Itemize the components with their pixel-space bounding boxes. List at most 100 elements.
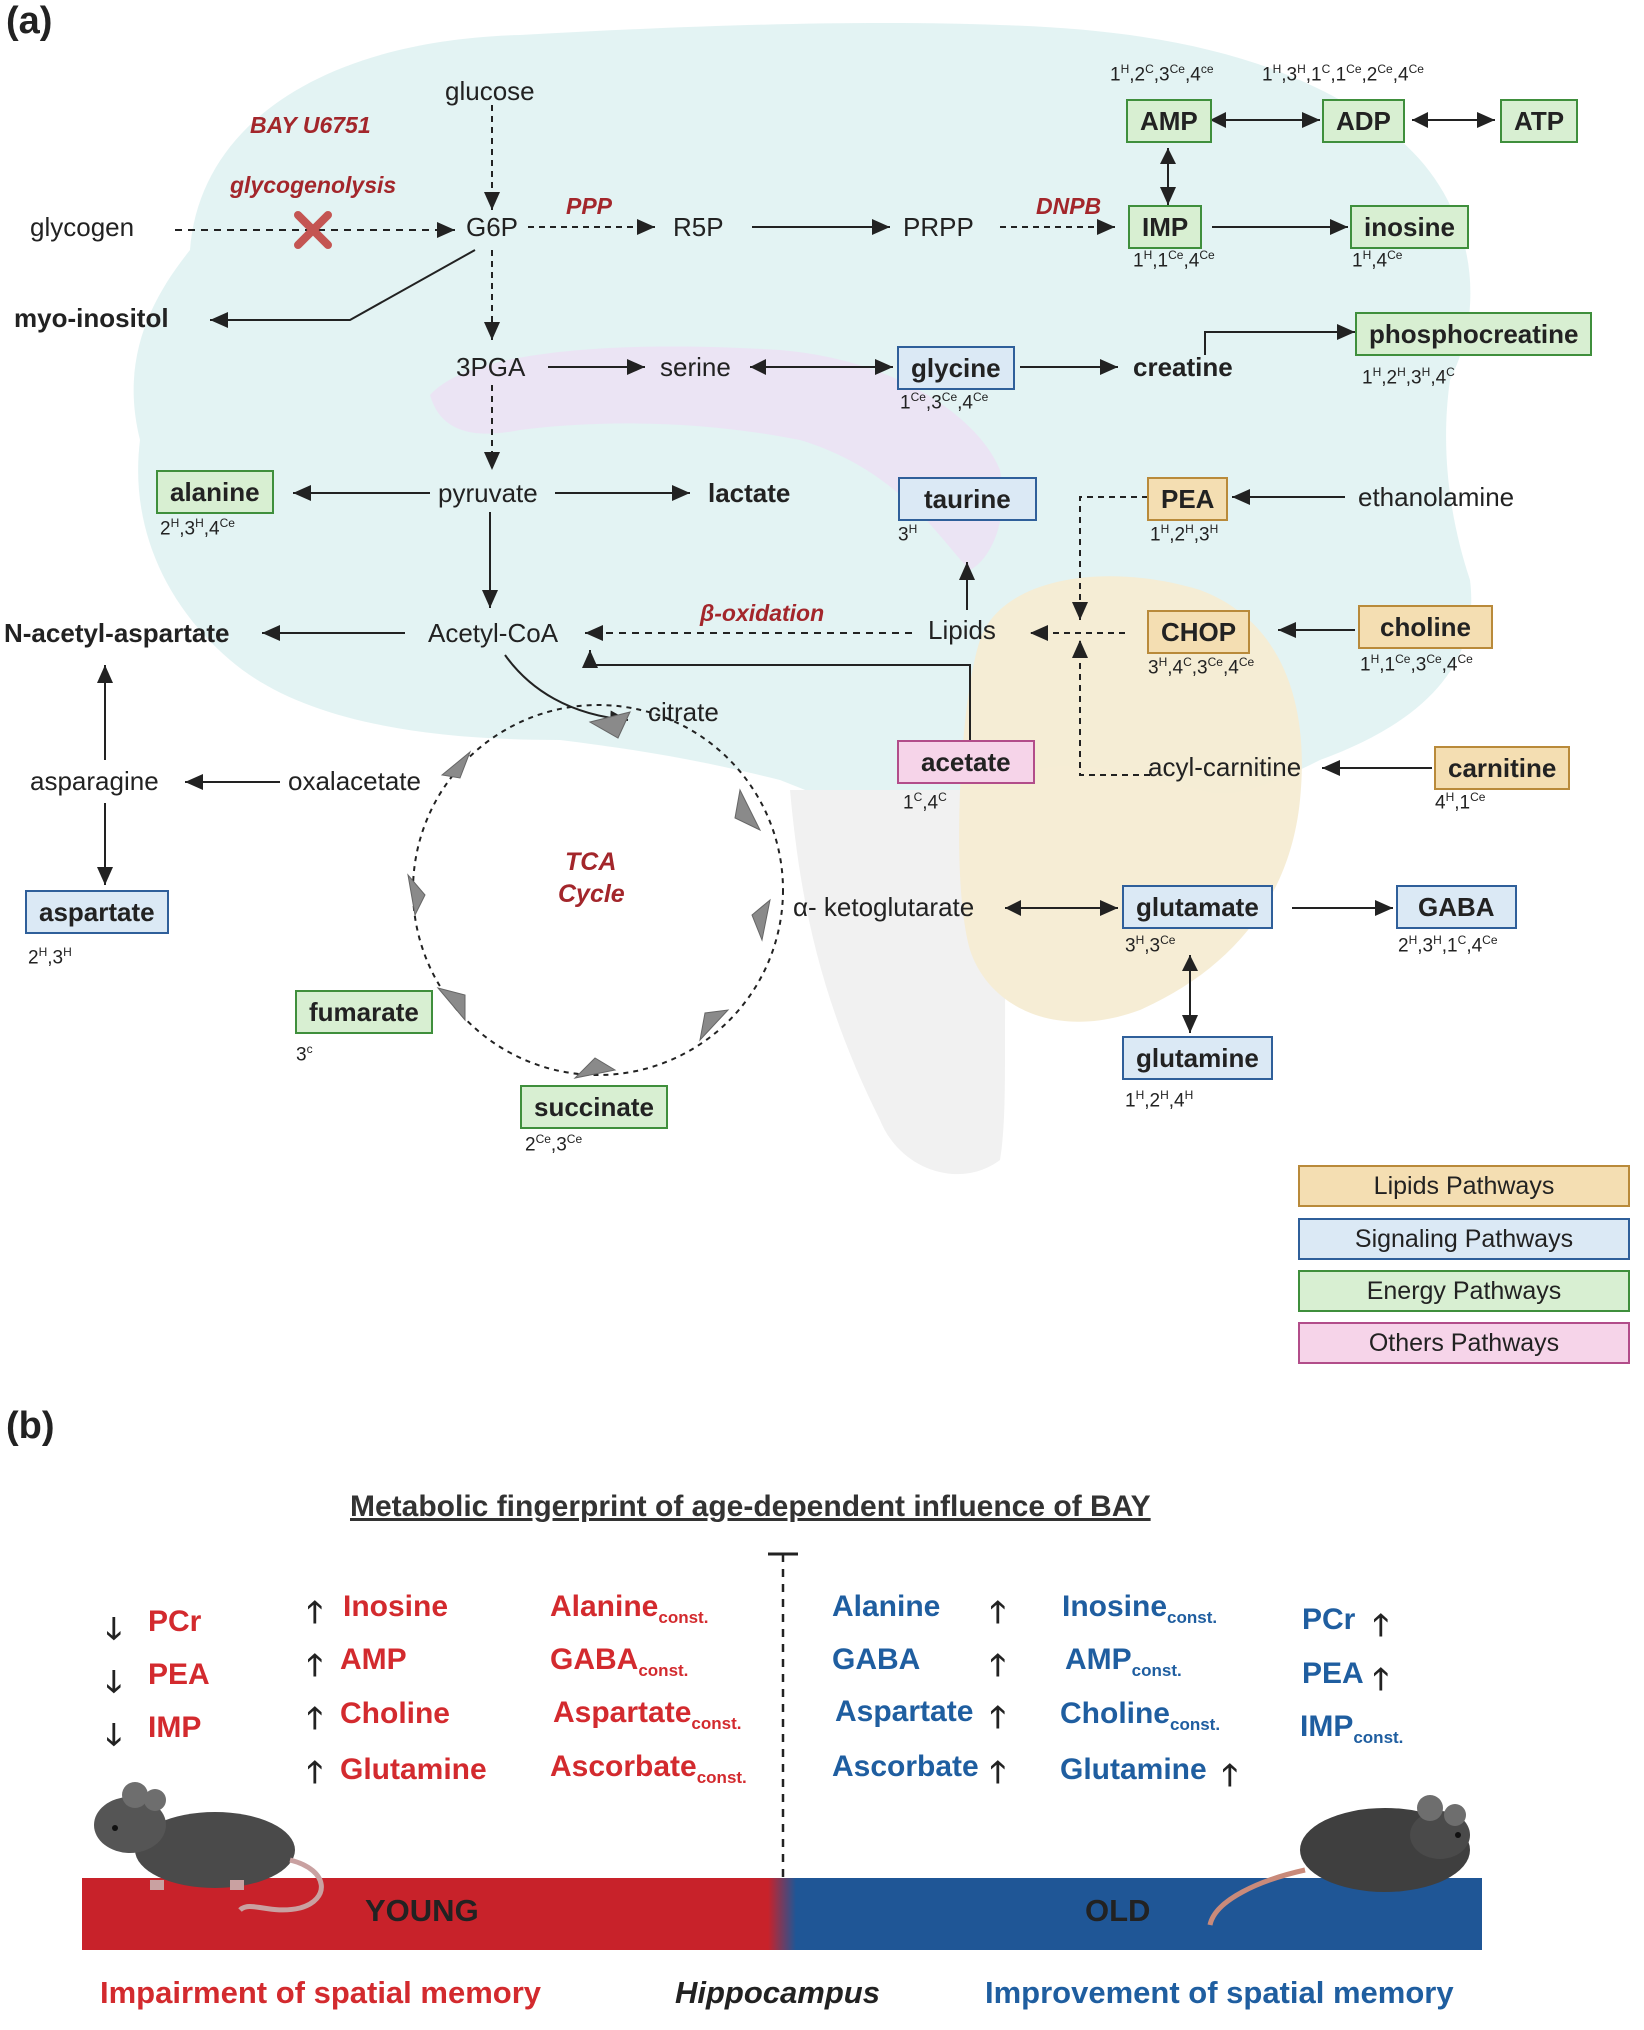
- tca-chevron-1: [588, 711, 631, 739]
- alanine-annotation: 2H,3H,4Ce: [160, 516, 235, 540]
- old-up-arrow-6: 🡑: [1373, 1609, 1389, 1642]
- young-caption: Impairment of spatial memory: [100, 1975, 542, 2010]
- legend-signaling: Signaling Pathways: [1298, 1218, 1630, 1260]
- young-up-glutamine: Glutamine: [340, 1753, 487, 1786]
- node-lactate: lactate: [708, 478, 791, 508]
- chop-annotation: 3H,4C,3Ce,4Ce: [1148, 655, 1255, 679]
- young-const-aspartate: Aspartateconst.: [553, 1696, 742, 1733]
- phosphocreatine-annotation: 1H,2H,3H,4C: [1362, 365, 1455, 389]
- young-down-arrow-2: 🡓: [106, 1666, 122, 1699]
- old-up-arrow-1: 🡑: [990, 1596, 1006, 1629]
- aspartate-annotation: 2H,3H: [28, 945, 72, 969]
- node-alpha-ketoglutarate: α- ketoglutarate: [793, 892, 975, 922]
- box-aspartate: aspartate: [25, 890, 169, 934]
- tca-chevron-2: [734, 788, 762, 832]
- node-pyruvate: pyruvate: [438, 478, 538, 508]
- old-up-arrow-7: 🡑: [1373, 1663, 1389, 1696]
- young-up-inosine: Inosine: [343, 1590, 449, 1623]
- tca-chevron-5: [573, 1057, 617, 1079]
- adp-annotation: 1H,3H,1C,1Ce,2Ce,4Ce: [1262, 62, 1424, 86]
- node-g6p: G6P: [466, 212, 519, 242]
- box-inosine: inosine: [1350, 205, 1470, 249]
- old-up-alanine: Alanine: [832, 1590, 941, 1623]
- node-r5p: R5P: [673, 212, 724, 242]
- node-acyl-carnitine: acyl-carnitine: [1148, 752, 1302, 782]
- box-fumarate: fumarate: [295, 990, 433, 1034]
- young-bar-label: YOUNG: [365, 1893, 479, 1928]
- node-citrate: citrate: [648, 697, 719, 727]
- young-up-arrow-1: 🡑: [307, 1596, 323, 1629]
- box-imp: IMP: [1128, 205, 1203, 249]
- tca-chevron-7: [407, 873, 426, 917]
- node-myo-inositol: myo-inositol: [14, 303, 169, 333]
- node-serine: serine: [660, 352, 731, 382]
- imp-annotation: 1H,1Ce,4Ce: [1133, 248, 1215, 272]
- glycogenolysis-label: glycogenolysis: [230, 172, 397, 198]
- panel-a-label: (a): [6, 0, 53, 42]
- young-down-arrow-1: 🡓: [106, 1613, 122, 1646]
- glutamate-annotation: 3H,3Ce: [1125, 933, 1176, 957]
- inosine-annotation: 1H,4Ce: [1352, 248, 1403, 272]
- young-mouse-illustration: [94, 1782, 324, 1913]
- young-up-choline: Choline: [340, 1697, 450, 1730]
- box-taurine: taurine: [898, 477, 1037, 521]
- box-gaba: GABA: [1396, 885, 1517, 929]
- node-prpp: PRPP: [903, 212, 974, 242]
- pea-annotation: 1H,2H,3H: [1150, 522, 1219, 546]
- young-const-alanine: Alanineconst.: [550, 1590, 709, 1627]
- succinate-annotation: 2Ce,3Ce: [525, 1132, 583, 1156]
- node-glycogen: glycogen: [30, 212, 135, 242]
- young-up-amp: AMP: [340, 1643, 407, 1676]
- node-glucose: glucose: [445, 76, 535, 106]
- old-up-arrow-4: 🡑: [990, 1756, 1006, 1789]
- old-up-arrow-5: 🡑: [1222, 1759, 1238, 1792]
- tca-chevron-3: [751, 898, 771, 942]
- old-up-pea: PEA: [1302, 1657, 1364, 1690]
- young-const-gaba: GABAconst.: [550, 1643, 689, 1680]
- inhibitor-label: BAY U6751: [250, 112, 371, 138]
- old-const-choline: Cholineconst.: [1060, 1697, 1221, 1734]
- node-acetyl-coa: Acetyl-CoA: [428, 618, 559, 648]
- dnpb-label: DNPB: [1036, 193, 1102, 219]
- panel-b-label: (b): [6, 1405, 55, 1447]
- tca-label-2: Cycle: [558, 880, 625, 908]
- box-glutamate: glutamate: [1122, 885, 1273, 929]
- old-mouse-illustration: [1207, 1795, 1470, 1926]
- box-pea: PEA: [1147, 477, 1229, 521]
- beta-oxidation-label: β-oxidation: [700, 600, 825, 626]
- old-up-arrow-3: 🡑: [990, 1701, 1006, 1734]
- acetate-annotation: 1C,4C: [903, 790, 947, 814]
- box-amp: AMP: [1126, 99, 1212, 143]
- inhibition-x: [294, 211, 332, 249]
- box-choline: choline: [1358, 605, 1494, 649]
- panel-b-graphics: [82, 1552, 1482, 1950]
- old-bar-label: OLD: [1085, 1893, 1151, 1928]
- tca-label-1: TCA: [565, 848, 617, 876]
- box-adp: ADP: [1322, 99, 1405, 143]
- box-succinate: succinate: [520, 1085, 668, 1129]
- tca-chevron-8: [440, 750, 472, 779]
- age-bar: [82, 1878, 1482, 1950]
- node-asparagine: asparagine: [30, 766, 159, 796]
- old-up-pcr: PCr: [1302, 1603, 1356, 1636]
- old-const-imp: IMPconst.: [1300, 1710, 1404, 1747]
- glycine-annotation: 1Ce,3Ce,4Ce: [900, 390, 989, 414]
- glutamine-annotation: 1H,2H,4H: [1125, 1088, 1194, 1112]
- old-const-amp: AMPconst.: [1065, 1643, 1182, 1680]
- old-up-aspartate: Aspartate: [835, 1695, 974, 1728]
- node-creatine: creatine: [1133, 352, 1233, 382]
- node-oxalacetate: oxalacetate: [288, 766, 421, 796]
- young-const-ascorbate: Ascorbateconst.: [550, 1750, 747, 1787]
- box-carnitine: carnitine: [1434, 746, 1571, 790]
- box-glutamine: glutamine: [1122, 1036, 1273, 1080]
- box-chop: CHOP: [1147, 610, 1251, 654]
- box-phosphocreatine: phosphocreatine: [1355, 312, 1593, 356]
- young-down-pcr: PCr: [148, 1605, 202, 1638]
- young-up-arrow-4: 🡑: [307, 1756, 323, 1789]
- box-atp: ATP: [1500, 99, 1579, 143]
- box-alanine: alanine: [156, 470, 274, 514]
- old-caption: Improvement of spatial memory: [985, 1975, 1454, 2010]
- gaba-annotation: 2H,3H,1C,4Ce: [1398, 933, 1498, 957]
- node-ethanolamine: ethanolamine: [1358, 482, 1515, 512]
- box-acetate: acetate: [897, 740, 1035, 784]
